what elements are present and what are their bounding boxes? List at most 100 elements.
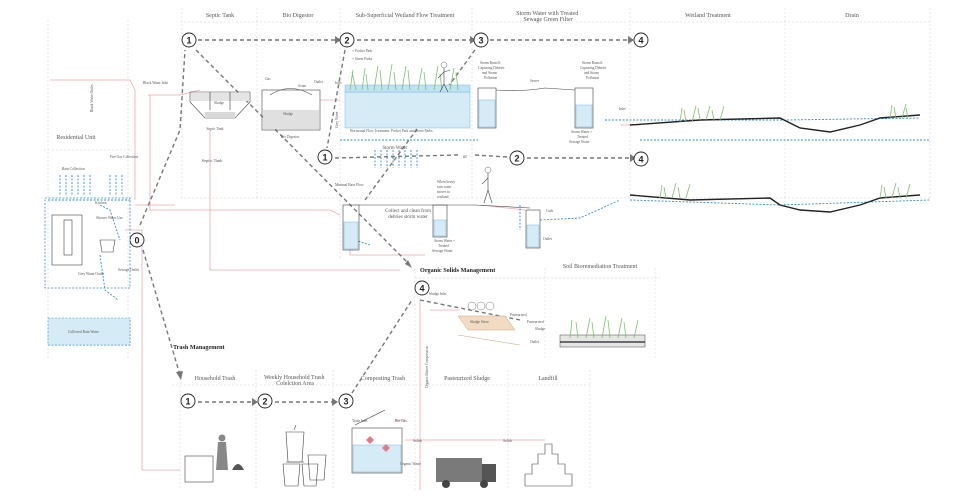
label-inlet2: Inlet: [619, 107, 626, 111]
label-rain-collection: Rain Collection: [62, 167, 85, 171]
bio-digestor-illustration: Gas Scum Sludge Outlet Inlet Bio Digesto…: [261, 77, 342, 139]
step-circle: 1: [180, 393, 196, 409]
septic-tank-illustration: Sludge Septic Tank Septic Tank Black Wat…: [143, 81, 251, 163]
label-storm-treated-b3: Treated: [438, 244, 449, 248]
water-flow-lines: [48, 117, 931, 346]
label-gas: Gas: [265, 77, 271, 81]
label-storm-runoff-d: Pollution: [484, 76, 497, 80]
label-septic-small: Septic Tank: [207, 127, 224, 131]
label-sewage-outlet: Sewage Outlet: [118, 268, 139, 272]
label-when-heavy-a: When heavy: [437, 180, 455, 184]
label-bio-gas: Bio Gas: [395, 419, 407, 423]
label-outlet2: Outlet: [543, 237, 552, 241]
label-shower-water: Shower Water Use: [96, 216, 123, 220]
header-soil-bioremediation: Soil Bioremediation Treatment: [563, 264, 638, 270]
label-storm-water: Storm Water: [382, 146, 408, 151]
step-circle: 4: [633, 151, 649, 167]
svg-text:2: 2: [514, 154, 519, 164]
trash-management-illustration: Trash Inlet Bio Gas Solids Organic Waste…: [184, 409, 573, 488]
header-composting: Composting Trash: [361, 376, 405, 382]
label-black-water-inlet: Black Water Inlet: [143, 81, 168, 85]
label-trash-inlet: Trash Inlet: [352, 419, 368, 423]
step-circle: 1: [181, 32, 197, 48]
header-trash-management: Trash Management: [173, 344, 226, 351]
label-or: or: [463, 155, 468, 160]
label-solids: Solids: [413, 439, 423, 443]
label-curb: Curb: [546, 209, 553, 213]
step-circles: 1 2 3 4 1 2 4 0 4 1 2 3: [129, 32, 649, 409]
label-outlet: Outlet: [314, 80, 323, 84]
header-weekly-collection: Weekly Household Trash Colelction Area: [264, 375, 326, 387]
header-drain: Drain: [845, 13, 859, 19]
label-solids2: Solids: [503, 439, 513, 443]
label-storm-treated-a: Storm Water +: [571, 130, 592, 134]
step-circle: 2: [257, 393, 273, 409]
svg-text:4: 4: [419, 284, 424, 294]
label-grey-water-outlet: Grey Water Outlet: [78, 272, 104, 276]
label-storm-runoff-c: and Storm: [482, 71, 497, 75]
header-household-trash: Household Trash: [195, 376, 236, 382]
label-minimal-base: Minimal Base Flow: [335, 183, 364, 187]
label-organic-waste: Organic Waste: [400, 462, 421, 466]
label-sludge-bio: Sludge: [283, 112, 293, 116]
wetland-sections: [629, 103, 921, 213]
svg-text:3: 3: [343, 397, 348, 407]
label-storm-treated-c: Sewage Water: [569, 140, 590, 144]
header-organic-solids: Organic Solids Management: [420, 267, 496, 274]
residential-unit-illustration: Rain Collection Fire Gas Collection Blac…: [44, 84, 139, 346]
label-sludge-inlet: Sludge Inlet: [429, 292, 446, 296]
label-storm-treated-b: Treated: [577, 135, 588, 139]
label-street-parks: + Street Parks: [352, 57, 373, 61]
label-pasteurized-a: Pasteurized: [510, 313, 527, 317]
label-collected-rain: Collected Rain Water: [68, 330, 100, 334]
step-circle: 4: [414, 280, 430, 296]
label-when-heavy-d: wetland: [437, 195, 449, 199]
svg-text:2: 2: [262, 397, 267, 407]
label-storm-treated-a3: Storm Water +: [434, 239, 455, 243]
step-circle: 3: [338, 393, 354, 409]
label-outlet3: Outlet: [530, 340, 539, 344]
step-circle: 0: [129, 232, 145, 248]
organic-solids-illustration: Sludge Inlet Sludge Sieve Pasteurized Sl…: [425, 292, 646, 388]
header-landfill: Landfill: [538, 375, 558, 382]
storm-filter-illustration: Storm Runoff: Capturing Debries and Stor…: [477, 61, 626, 144]
label-collect-a: Collect and clean from: [385, 209, 431, 214]
header-pasteurized-sludge: Pasteurized Sludge: [444, 376, 490, 382]
step-circle: 4: [633, 32, 649, 48]
header-wetland-flow: Sub-Superficial Wetland Flow Treatment: [356, 12, 455, 19]
label-storm-runoff-b: Capturing Debries: [478, 66, 505, 70]
svg-text:4: 4: [638, 36, 643, 46]
label-inlet: Inlet: [335, 81, 342, 85]
label-sludge-sieve: Sludge Sieve: [470, 320, 489, 324]
section-grid: [44, 8, 931, 490]
label-sludge: Sludge: [214, 101, 224, 105]
header-wetland-treatment: Wetland Treatment: [685, 13, 731, 19]
label-when-heavy-b: rain water: [437, 185, 452, 189]
label-storm-runoff-a2: Storm Runoff:: [582, 61, 603, 65]
label-fire-gas: Fire Gas Collection: [110, 155, 138, 159]
step-circle: 3: [473, 32, 489, 48]
label-bio-small: Bio Digestor: [281, 135, 300, 139]
svg-text:2: 2: [344, 36, 349, 46]
label-pasteurized-b: Pasteurized: [527, 320, 544, 324]
label-collect-b: debries storm water: [388, 215, 428, 220]
label-kitchen: Kitchen: [95, 201, 107, 205]
svg-text:4: 4: [638, 155, 643, 165]
svg-text:3: 3: [478, 36, 483, 46]
label-black-water-outlet: Black Water Outlet: [90, 84, 94, 112]
header-storm-water-filter: Storm Water with Treated Sewage Green Fi…: [516, 11, 579, 23]
svg-text:1: 1: [185, 397, 190, 407]
label-storm-runoff-d2: Pollution: [586, 76, 599, 80]
header-septic-tank: Septic Tank: [206, 13, 234, 19]
label-storm-treated-c3: Sewage Water: [432, 249, 453, 253]
label-grey-water: Grey Water: [335, 111, 339, 128]
header-residential-unit: Residential Unit: [56, 135, 95, 141]
label-storm-runoff-c2: and Storm: [584, 71, 599, 75]
header-bio-digestor: Bio Digestor: [283, 13, 314, 19]
sewage-pipe-network: [50, 79, 640, 490]
svg-text:1: 1: [186, 36, 191, 46]
label-septic-mid: Septic Tank: [202, 158, 224, 163]
label-scum: Scum: [298, 84, 306, 88]
